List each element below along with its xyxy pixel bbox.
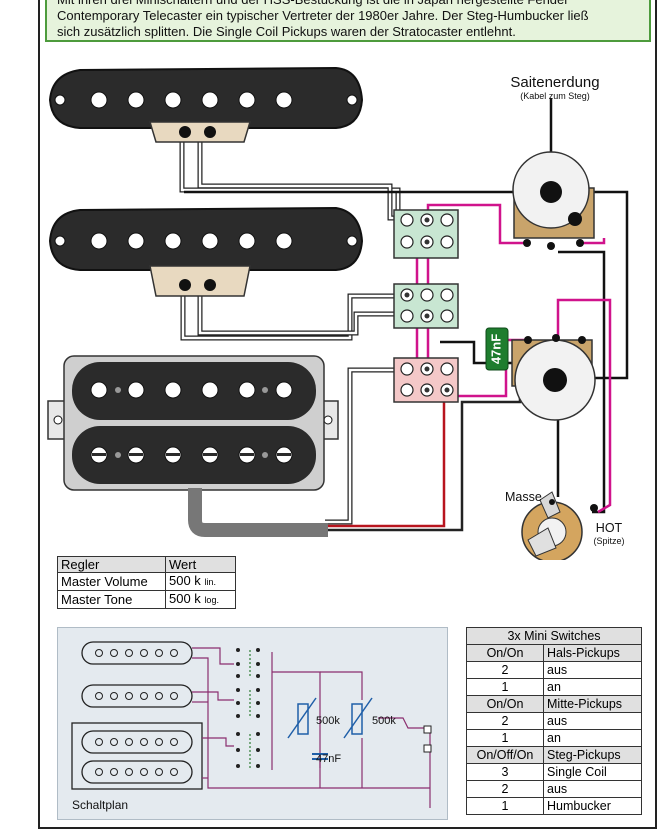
switch-state: aus bbox=[543, 780, 642, 798]
capacitor-47nf: 47nF bbox=[485, 327, 509, 371]
middle-pickup bbox=[48, 206, 364, 297]
regler-table: Regler Wert Master Volume 500 k lin. Mas… bbox=[57, 556, 236, 609]
switch-section-type: On/On bbox=[466, 644, 544, 662]
switch-state: Humbucker bbox=[543, 797, 642, 815]
schematic-label: Schaltplan bbox=[72, 798, 129, 812]
tone-pot bbox=[511, 334, 596, 421]
intro-line-2: Contemporary Telecaster ein typischer Ve… bbox=[57, 8, 589, 23]
regler-header-value: Wert bbox=[165, 556, 236, 573]
switch-section-name: Steg-Pickups bbox=[543, 746, 642, 764]
wiring-diagram: 47nF Saitenerdung (Kabel zum Steg) Masse… bbox=[47, 66, 629, 560]
label-hot-sub: (Spitze) bbox=[593, 536, 624, 546]
switch-state: an bbox=[543, 729, 642, 747]
page-frame bbox=[38, 0, 657, 829]
schematic-pot1-label: 500k bbox=[316, 715, 340, 727]
regler-row-name: Master Tone bbox=[57, 590, 166, 609]
label-saitenerdung-sub: (Kabel zum Steg) bbox=[520, 91, 590, 101]
schematic-pot2-label: 500k bbox=[372, 715, 396, 727]
output-jack bbox=[521, 491, 598, 560]
schematic-panel: 500k 500k 47nF Schaltplan bbox=[57, 627, 448, 820]
switch-state: Single Coil bbox=[543, 763, 642, 781]
switch-state: an bbox=[543, 678, 642, 696]
intro-line-1: Mit ihren drei Minischaltern und der HSS… bbox=[57, 0, 649, 8]
switch-position: 1 bbox=[466, 729, 544, 747]
switch-table-title: 3x Mini Switches bbox=[466, 627, 642, 645]
regler-row-value: 500 k log. bbox=[165, 590, 236, 609]
switch-state: aus bbox=[543, 661, 642, 679]
switch-position: 3 bbox=[466, 763, 544, 781]
switch-position: 1 bbox=[466, 678, 544, 696]
regler-row-name: Master Volume bbox=[57, 572, 166, 591]
capacitor-label: 47nF bbox=[488, 334, 503, 364]
switch-position: 2 bbox=[466, 661, 544, 679]
switch-section-type: On/Off/On bbox=[466, 746, 544, 764]
label-hot: HOT bbox=[596, 521, 623, 535]
switch-section-type: On/On bbox=[466, 695, 544, 713]
switch-section-name: Mitte-Pickups bbox=[543, 695, 642, 713]
intro-line-3: sich zusätzlich splitten. Die Single Coi… bbox=[57, 24, 516, 39]
bridge-humbucker bbox=[47, 355, 339, 537]
switch-position: 2 bbox=[466, 780, 544, 798]
regler-row-value: 500 k lin. bbox=[165, 572, 236, 591]
label-masse: Masse bbox=[505, 490, 542, 504]
switch-position: 2 bbox=[466, 712, 544, 730]
intro-text: Mit ihren drei Minischaltern und der HSS… bbox=[45, 0, 651, 42]
schematic-cap-label: 47nF bbox=[316, 753, 341, 765]
label-saitenerdung: Saitenerdung bbox=[510, 74, 599, 91]
switch-section-name: Hals-Pickups bbox=[543, 644, 642, 662]
switch-position: 1 bbox=[466, 797, 544, 815]
regler-header-name: Regler bbox=[57, 556, 166, 573]
switch-state: aus bbox=[543, 712, 642, 730]
volume-pot bbox=[512, 151, 595, 250]
